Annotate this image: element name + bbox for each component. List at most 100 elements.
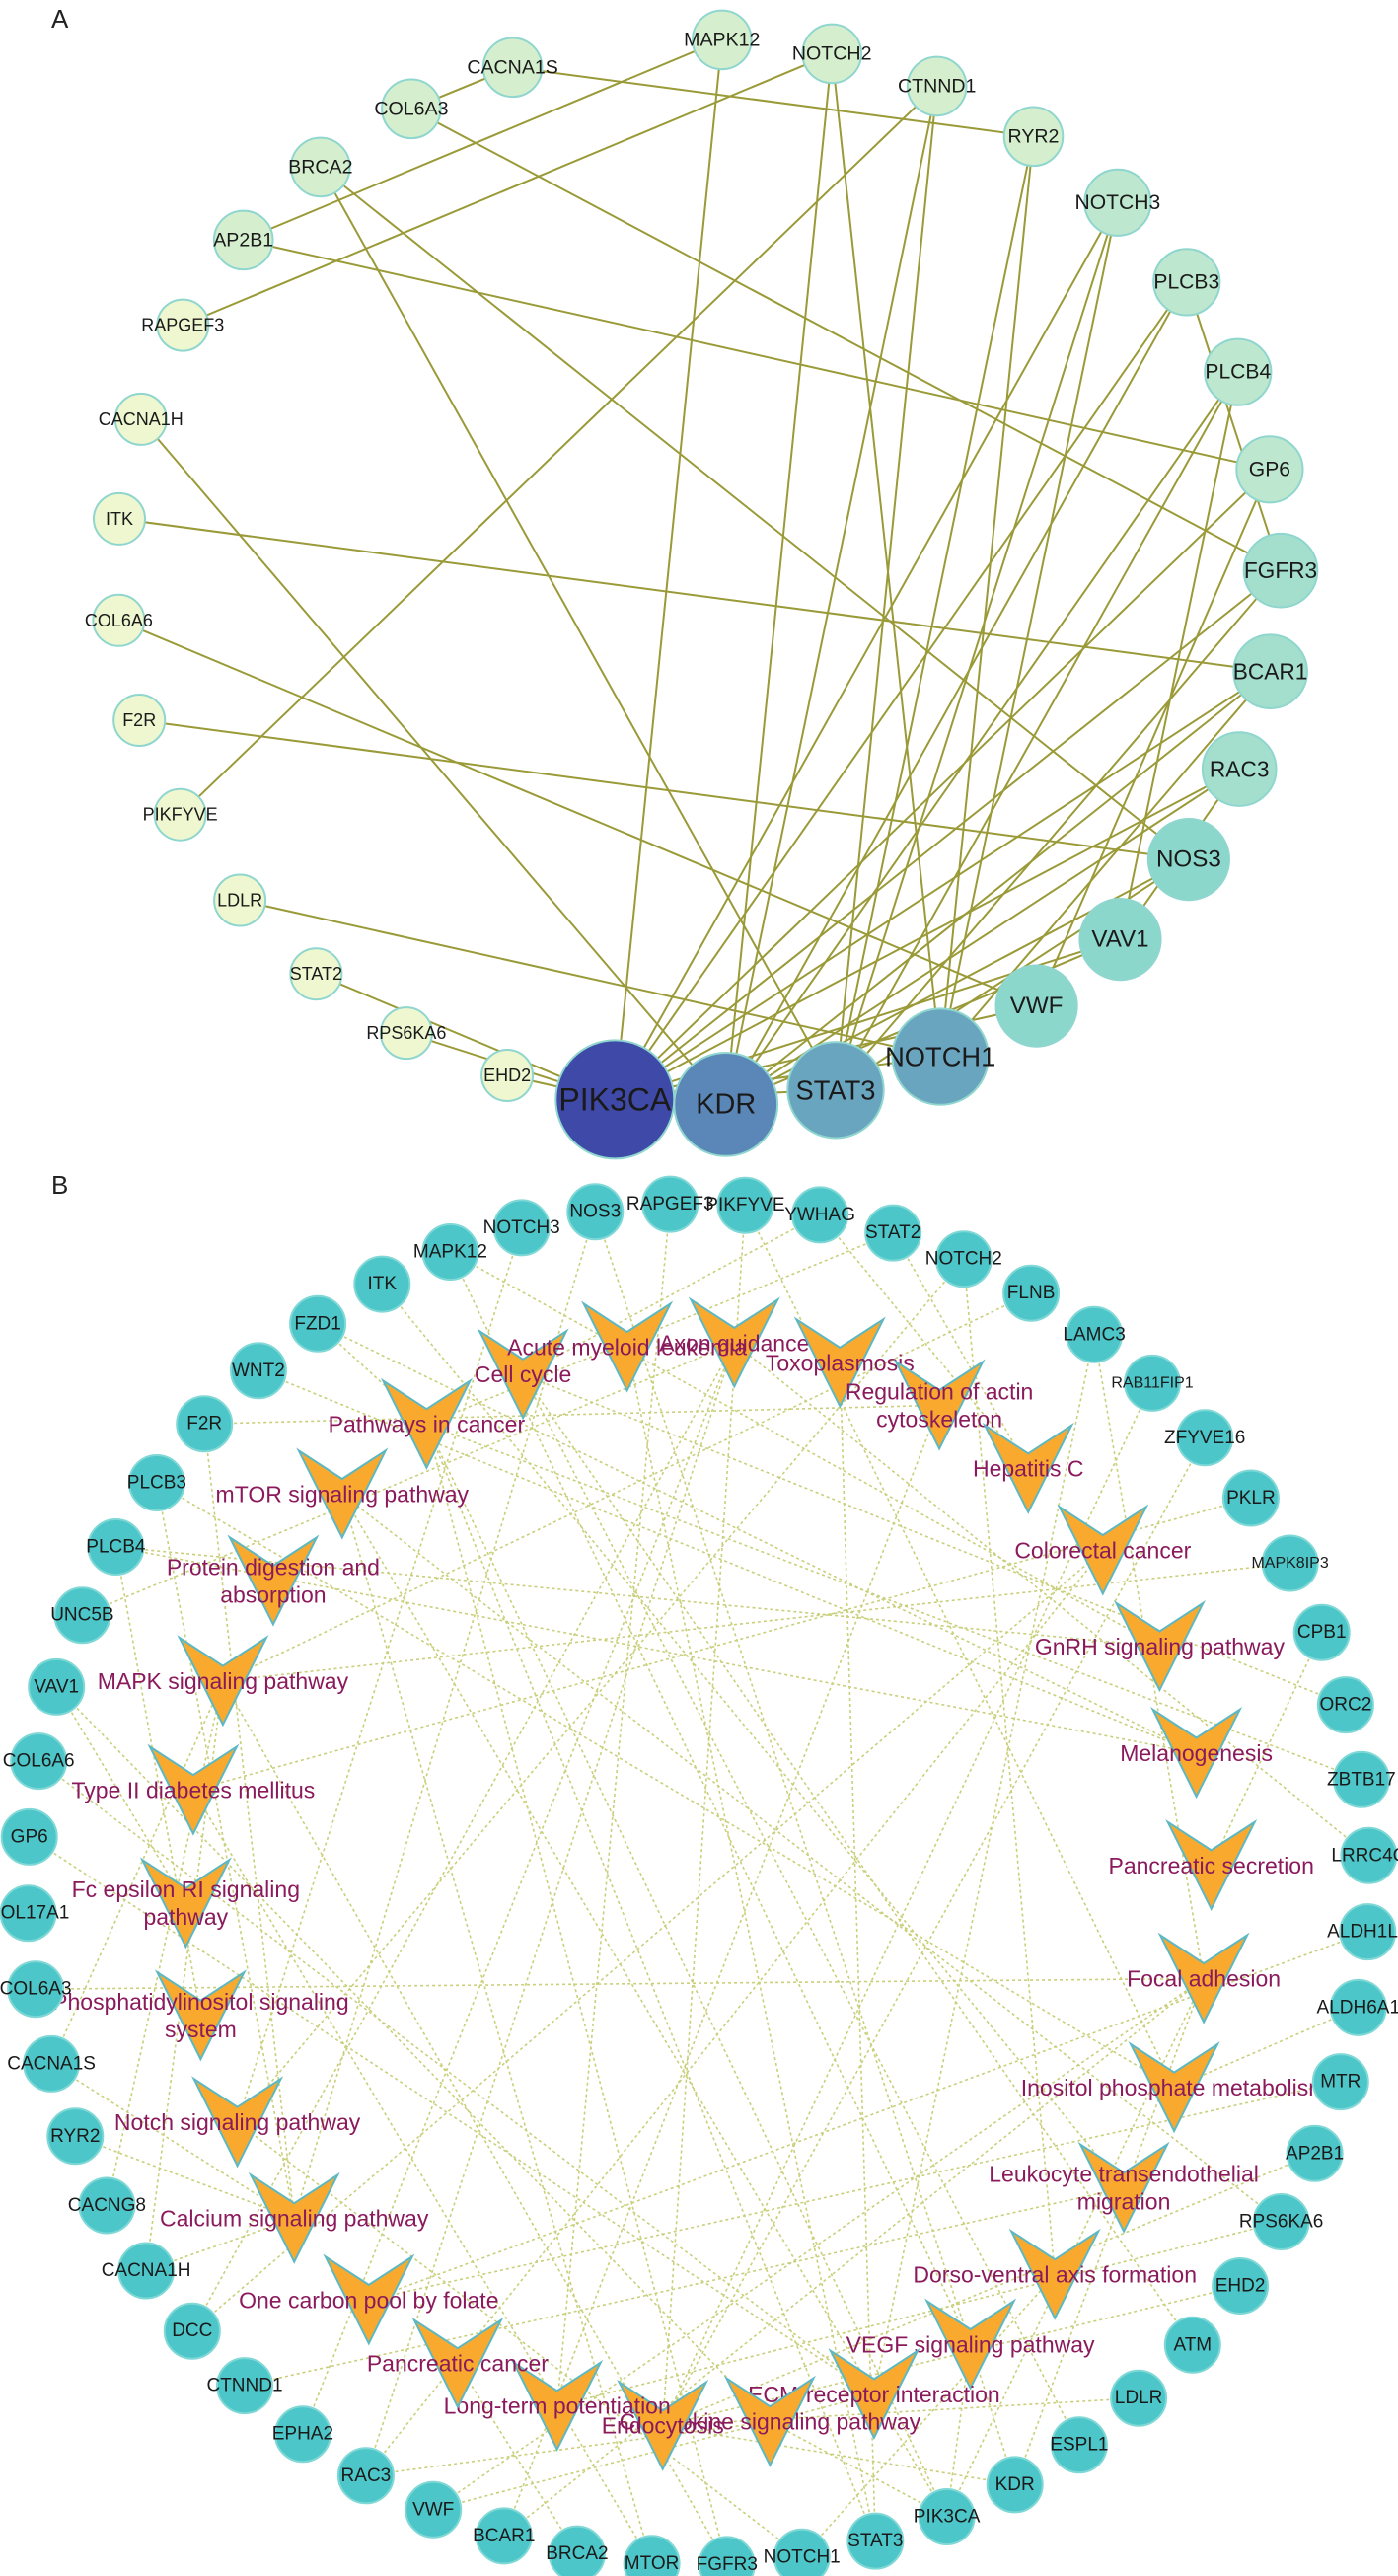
gene-rps6ka6[interactable]: RPS6KA6 xyxy=(1239,2193,1324,2250)
gene-rapgef3[interactable]: RAPGEF3 xyxy=(626,1175,714,1233)
gene-nos3[interactable]: NOS3 xyxy=(566,1183,625,1241)
gene-col6a6[interactable]: COL6A6 xyxy=(3,1732,75,1791)
gene-epha2[interactable]: EPHA2 xyxy=(272,2405,333,2464)
pathway-calcium-signaling-pathway[interactable]: Calcium signaling pathway xyxy=(160,2171,429,2264)
gene-gp6[interactable]: GP6 xyxy=(0,1807,58,1866)
node-rps6ka6[interactable]: RPS6KA6 xyxy=(366,1006,446,1061)
gene-fzd1[interactable]: FZD1 xyxy=(289,1294,347,1353)
gene-plcb3[interactable]: PLCB3 xyxy=(127,1454,186,1511)
gene-espl1[interactable]: ESPL1 xyxy=(1050,2416,1108,2474)
node-pikfyve[interactable]: PIKFYVE xyxy=(143,787,218,842)
node-rac3[interactable]: RAC3 xyxy=(1201,731,1278,807)
node-ap2b1[interactable]: AP2B1 xyxy=(212,209,274,271)
gene-pklr[interactable]: PKLR xyxy=(1221,1469,1280,1527)
node-rapgef3[interactable]: RAPGEF3 xyxy=(141,298,224,352)
pathway-notch-signaling-pathway[interactable]: Notch signaling pathway xyxy=(114,2076,361,2169)
gene-ctnnd1[interactable]: CTNND1 xyxy=(206,2357,283,2415)
gene-pikfyve[interactable]: PIKFYVE xyxy=(705,1176,785,1234)
pathway-toxoplasmosis[interactable]: Toxoplasmosis xyxy=(766,1316,915,1409)
node-notch3[interactable]: NOTCH3 xyxy=(1075,168,1161,237)
gene-ryr2[interactable]: RYR2 xyxy=(46,2107,105,2166)
node-itk[interactable]: ITK xyxy=(93,491,146,546)
node-stat3[interactable]: STAT3 xyxy=(786,1041,885,1140)
node-stat2[interactable]: STAT2 xyxy=(289,947,343,1001)
node-notch1[interactable]: NOTCH1 xyxy=(885,1007,995,1106)
node-kdr[interactable]: KDR xyxy=(673,1052,779,1157)
pathway-pancreatic-secretion[interactable]: Pancreatic secretion xyxy=(1109,1818,1314,1912)
gene-unc5b[interactable]: UNC5B xyxy=(50,1586,114,1645)
gene-stat2[interactable]: STAT2 xyxy=(864,1204,922,1262)
gene-vav1[interactable]: VAV1 xyxy=(28,1657,86,1716)
gene-ldlr[interactable]: LDLR xyxy=(1110,2369,1168,2427)
gene-mapk12[interactable]: MAPK12 xyxy=(413,1223,487,1281)
gene-itk[interactable]: ITK xyxy=(353,1255,411,1313)
node-ehd2[interactable]: EHD2 xyxy=(480,1049,535,1102)
gene-pik3ca[interactable]: PIK3CA xyxy=(914,2488,981,2545)
node-vav1[interactable]: VAV1 xyxy=(1078,898,1162,982)
gene-cacna1s[interactable]: CACNA1S xyxy=(7,2034,96,2093)
gene-lrrc4c[interactable]: LRRC4C xyxy=(1331,1826,1398,1884)
node-fgfr3[interactable]: FGFR3 xyxy=(1242,532,1319,609)
pathway-axon-guidance[interactable]: Axon guidance xyxy=(659,1296,809,1389)
gene-rac3[interactable]: RAC3 xyxy=(336,2447,395,2505)
node-pik3ca[interactable]: PIK3CA xyxy=(554,1039,676,1160)
pathway-pathways-in-cancer[interactable]: Pathways in cancer xyxy=(329,1377,526,1470)
gene-aldh1l1[interactable]: ALDH1L1 xyxy=(1327,1903,1398,1961)
gene-ywhag[interactable]: YWHAG xyxy=(784,1186,855,1244)
gene-f2r[interactable]: F2R xyxy=(176,1395,234,1453)
pathway-melanogenesis[interactable]: Melanogenesis xyxy=(1120,1707,1273,1800)
gene-zfyve16[interactable]: ZFYVE16 xyxy=(1164,1409,1245,1467)
pathway-cell-cycle[interactable]: Cell cycle xyxy=(475,1328,571,1421)
node-col6a3[interactable]: COL6A3 xyxy=(374,78,449,140)
pathway-colorectal-cancer[interactable]: Colorectal cancer xyxy=(1014,1504,1192,1596)
gene-col17a1[interactable]: COL17A1 xyxy=(0,1884,69,1943)
gene-ap2b1[interactable]: AP2B1 xyxy=(1286,2124,1344,2182)
node-ctnnd1[interactable]: CTNND1 xyxy=(898,55,976,117)
node-col6a6[interactable]: COL6A6 xyxy=(85,593,153,647)
gene-col6a3[interactable]: COL6A3 xyxy=(0,1960,72,2019)
node-ldlr[interactable]: LDLR xyxy=(213,873,267,927)
node-notch2[interactable]: NOTCH2 xyxy=(792,23,872,85)
pathway-mtor-signaling-pathway[interactable]: mTOR signaling pathway xyxy=(216,1447,470,1540)
gene-mapk8ip3[interactable]: MAPK8IP3 xyxy=(1251,1534,1329,1592)
pathway-one-carbon-pool-by-folate[interactable]: One carbon pool by folate xyxy=(239,2253,499,2346)
gene-orc2[interactable]: ORC2 xyxy=(1316,1676,1374,1734)
pathway-gnrh-signaling-pathway[interactable]: GnRH signaling pathway xyxy=(1035,1600,1286,1693)
gene-zbtb17[interactable]: ZBTB17 xyxy=(1327,1750,1396,1808)
gene-cacna1h[interactable]: CACNA1H xyxy=(102,2242,191,2300)
gene-flnb[interactable]: FLNB xyxy=(1002,1264,1061,1322)
pathway-hepatitis-c[interactable]: Hepatitis C xyxy=(973,1422,1083,1514)
pathway-dorso-ventral-axis-formation[interactable]: Dorso-ventral axis formation xyxy=(913,2228,1197,2320)
node-plcb4[interactable]: PLCB4 xyxy=(1204,337,1273,406)
gene-rab11fip1[interactable]: RAB11FIP1 xyxy=(1111,1354,1194,1412)
pathway-acute-myeloid-leukemia[interactable]: Acute myeloid leukemia xyxy=(507,1300,747,1393)
gene-kdr[interactable]: KDR xyxy=(986,2456,1044,2514)
gene-cacng8[interactable]: CACNG8 xyxy=(68,2176,146,2235)
gene-plcb4[interactable]: PLCB4 xyxy=(86,1518,146,1576)
pathway-type-ii-diabetes-mellitus[interactable]: Type II diabetes mellitus xyxy=(72,1743,316,1836)
gene-wnt2[interactable]: WNT2 xyxy=(229,1342,287,1400)
gene-fgfr3[interactable]: FGFR3 xyxy=(697,2536,758,2576)
node-gp6[interactable]: GP6 xyxy=(1235,435,1304,504)
pathway-inositol-phosphate-metabolism[interactable]: Inositol phosphate metabolism xyxy=(1021,2041,1328,2134)
node-cacna1s[interactable]: CACNA1S xyxy=(467,37,558,99)
gene-mtr[interactable]: MTR xyxy=(1311,2053,1369,2111)
gene-dcc[interactable]: DCC xyxy=(163,2302,221,2360)
gene-notch1[interactable]: NOTCH1 xyxy=(764,2528,841,2576)
gene-atm[interactable]: ATM xyxy=(1163,2316,1221,2374)
gene-notch3[interactable]: NOTCH3 xyxy=(483,1199,560,1257)
node-f2r[interactable]: F2R xyxy=(112,694,167,747)
gene-stat3[interactable]: STAT3 xyxy=(846,2512,905,2570)
node-plcb3[interactable]: PLCB3 xyxy=(1152,248,1221,317)
gene-vwf[interactable]: VWF xyxy=(405,2480,463,2539)
gene-mtor[interactable]: MTOR xyxy=(623,2535,681,2576)
node-vwf[interactable]: VWF xyxy=(994,964,1078,1048)
gene-notch2[interactable]: NOTCH2 xyxy=(925,1230,1002,1288)
node-mapk12[interactable]: MAPK12 xyxy=(684,9,760,71)
node-bcar1[interactable]: BCAR1 xyxy=(1232,633,1308,710)
